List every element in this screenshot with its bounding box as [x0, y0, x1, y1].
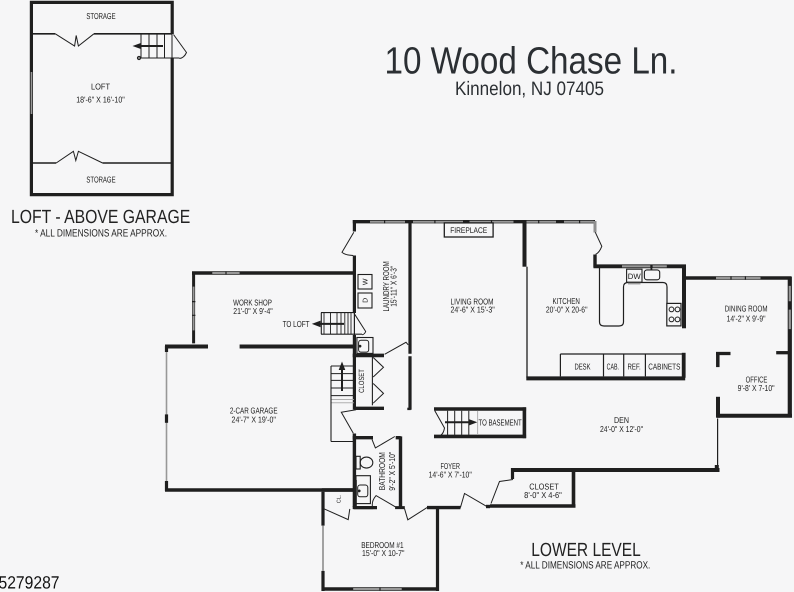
- svg-text:STORAGE: STORAGE: [86, 11, 115, 21]
- svg-text:TO LOFT: TO LOFT: [283, 319, 310, 329]
- svg-text:9'-2" X 5'-10": 9'-2" X 5'-10": [387, 452, 397, 491]
- svg-text:DW: DW: [628, 272, 642, 281]
- svg-text:2-CAR GARAGE: 2-CAR GARAGE: [230, 405, 278, 415]
- svg-text:REF.: REF.: [628, 361, 641, 371]
- svg-text:24'-7" X 19'-0": 24'-7" X 19'-0": [232, 415, 276, 425]
- svg-text:14'-6" X 7'-10": 14'-6" X 7'-10": [429, 470, 472, 480]
- svg-text:TO BASEMENT: TO BASEMENT: [479, 418, 523, 428]
- svg-text:CABINETS: CABINETS: [648, 361, 680, 371]
- svg-text:FIREPLACE: FIREPLACE: [450, 226, 487, 235]
- svg-text:* ALL DIMENSIONS ARE APPROX.: * ALL DIMENSIONS ARE APPROX.: [35, 227, 167, 239]
- svg-text:LIVING ROOM: LIVING ROOM: [451, 297, 494, 307]
- svg-text:LAUNDRY ROOM: LAUNDRY ROOM: [381, 261, 391, 311]
- svg-text:20'-0" X 20-6": 20'-0" X 20-6": [546, 305, 588, 315]
- svg-text:5279287: 5279287: [0, 573, 60, 592]
- svg-text:DINING ROOM: DINING ROOM: [725, 304, 768, 314]
- svg-text:14'-2" X 9'-9": 14'-2" X 9'-9": [727, 313, 766, 323]
- svg-text:CLOSET: CLOSET: [529, 481, 559, 491]
- svg-text:15'-11" X 6'-3": 15'-11" X 6'-3": [389, 266, 399, 307]
- svg-text:FOYER: FOYER: [440, 461, 460, 471]
- svg-text:LOWER LEVEL: LOWER LEVEL: [531, 540, 641, 561]
- svg-text:DESK: DESK: [575, 361, 591, 371]
- svg-text:BEDROOM #1: BEDROOM #1: [361, 540, 403, 550]
- svg-text:OFFICE: OFFICE: [746, 374, 768, 384]
- svg-text:24'-6" X 15'-3": 24'-6" X 15'-3": [450, 305, 494, 315]
- svg-text:15'-0" X 10-7": 15'-0" X 10-7": [362, 548, 404, 558]
- svg-text:WORK SHOP: WORK SHOP: [233, 297, 272, 307]
- svg-text:18'-6" X 16'-10": 18'-6" X 16'-10": [76, 95, 125, 105]
- svg-text:* ALL DIMENSIONS ARE APPROX.: * ALL DIMENSIONS ARE APPROX.: [520, 560, 650, 572]
- svg-text:LOFT: LOFT: [91, 82, 111, 92]
- svg-text:BATHROOM: BATHROOM: [377, 452, 387, 490]
- svg-text:STORAGE: STORAGE: [86, 174, 115, 184]
- svg-text:8'-0" X 4-6": 8'-0" X 4-6": [524, 490, 562, 500]
- svg-text:CAB.: CAB.: [607, 361, 619, 371]
- svg-text:10 Wood Chase Ln.: 10 Wood Chase Ln.: [385, 41, 678, 83]
- svg-text:LOFT - ABOVE GARAGE: LOFT - ABOVE GARAGE: [11, 207, 190, 228]
- svg-text:24'-0" X 12'-0": 24'-0" X 12'-0": [600, 424, 643, 434]
- svg-text:21'-0" X 9'-4": 21'-0" X 9'-4": [233, 306, 273, 316]
- svg-text:CL.: CL.: [337, 494, 343, 503]
- svg-text:W: W: [363, 278, 370, 285]
- svg-text:KITCHEN: KITCHEN: [553, 296, 580, 306]
- svg-text:Kinnelon, NJ 07405: Kinnelon, NJ 07405: [455, 78, 604, 100]
- svg-text:DEN: DEN: [614, 415, 629, 425]
- svg-text:CLOSET: CLOSET: [357, 369, 366, 393]
- svg-text:9'-8' X 7-10": 9'-8' X 7-10": [738, 383, 775, 393]
- svg-text:D: D: [363, 298, 370, 303]
